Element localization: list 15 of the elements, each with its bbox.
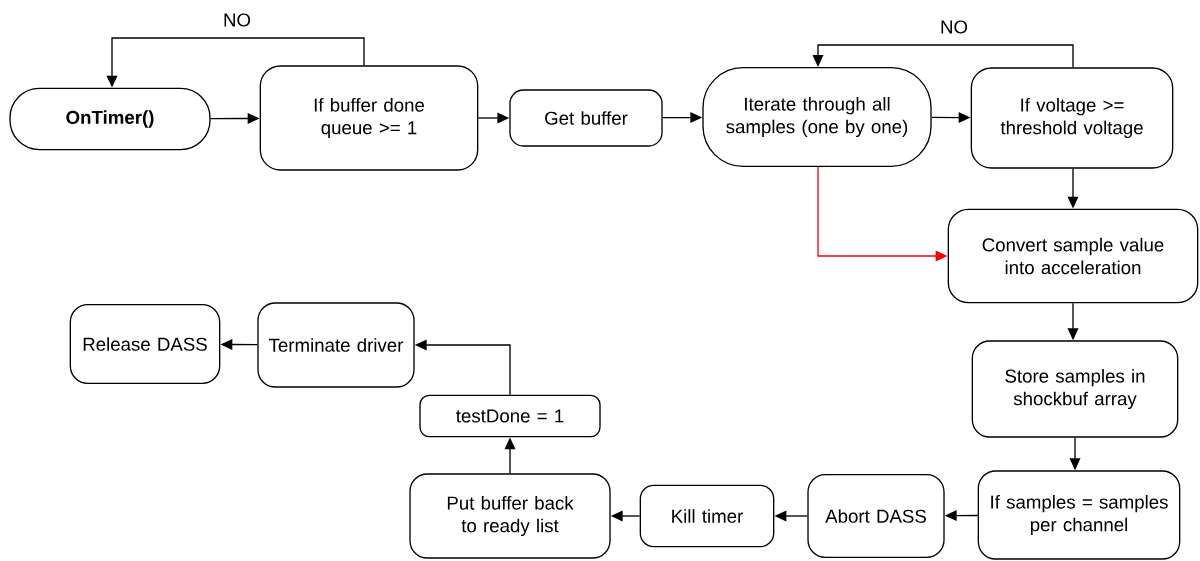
edge-label: NO: [221, 12, 253, 28]
process-box: Terminate driver: [257, 302, 415, 388]
edge-label: NO: [938, 19, 970, 35]
process-box: Get buffer: [509, 89, 663, 147]
process-box: Kill timer: [639, 484, 775, 548]
decision-box: If buffer done queue >= 1: [259, 65, 479, 171]
process-box: Store samples in shockbuf array: [971, 340, 1179, 438]
decision-box: If voltage >= threshold voltage: [970, 67, 1174, 169]
process-box: Put buffer back to ready list: [409, 473, 611, 559]
arrow: [812, 44, 1074, 68]
process-box: Release DASS: [69, 304, 221, 384]
process-box: testDone = 1: [419, 394, 601, 438]
decision-box: If samples = samples per channel: [977, 470, 1181, 560]
process-box: Abort DASS: [807, 474, 945, 558]
process-box: Convert sample value into acceleration: [947, 208, 1199, 304]
